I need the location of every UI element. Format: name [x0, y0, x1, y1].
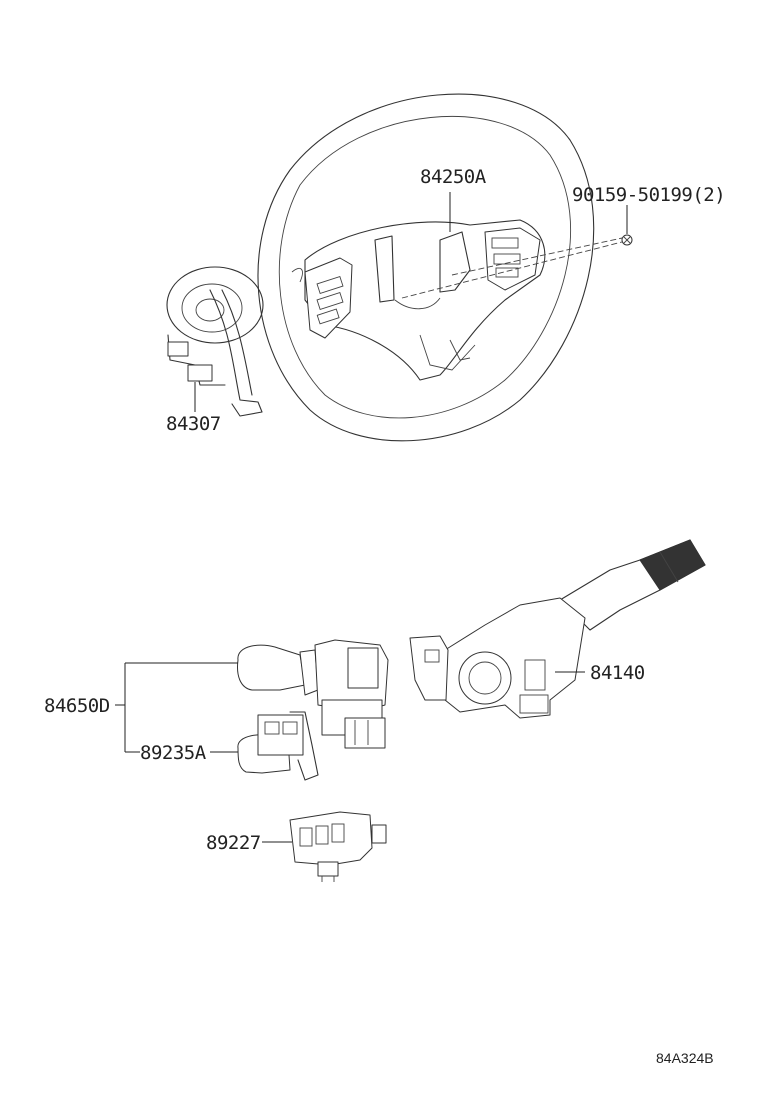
- label-headlight-switch: 84650D: [44, 695, 110, 717]
- headlight-switch-drawing: [237, 639, 389, 749]
- label-sensor: 89227: [206, 832, 261, 854]
- label-screw: 90159-50199(2): [572, 184, 725, 206]
- label-steering-wheel: 84250A: [420, 166, 487, 188]
- diagram-code: 84A324B: [656, 1050, 714, 1066]
- wiper-switch-drawing: [409, 539, 706, 719]
- screw-drawing: [621, 234, 633, 246]
- spiral-cable-drawing: [166, 266, 264, 417]
- leader-lines: [115, 192, 628, 843]
- label-spiral-cable: 84307: [166, 413, 221, 435]
- label-fog-switch: 89235A: [140, 742, 207, 764]
- fog-switch-drawing: [237, 711, 319, 781]
- label-wiper-switch: 84140: [590, 662, 645, 684]
- sensor-drawing: [289, 811, 387, 882]
- steering-wheel-drawing: [257, 93, 623, 442]
